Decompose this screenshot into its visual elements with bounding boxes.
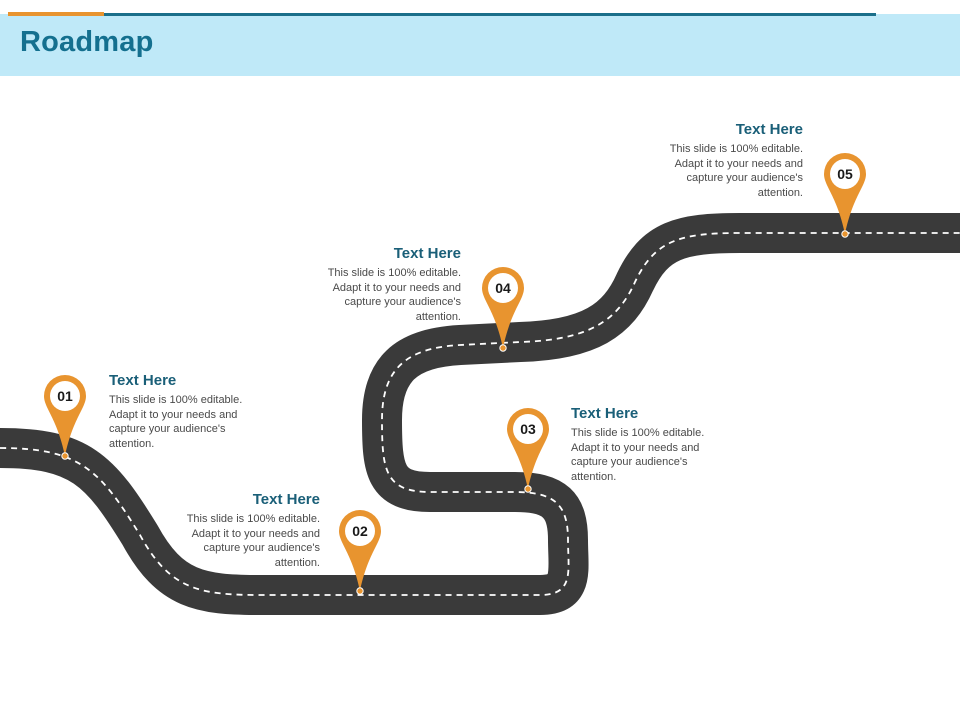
milestone-title: Text Here	[109, 372, 177, 389]
header-accent-orange	[8, 12, 104, 16]
milestone-description: This slide is 100% editable. Adapt it to…	[669, 143, 803, 199]
header-band	[0, 14, 960, 76]
header-accent-blue	[104, 13, 876, 16]
road	[0, 213, 960, 615]
milestone-pin-02: 02	[339, 510, 381, 595]
pin-inner-circle	[513, 414, 543, 444]
pin-anchor-dot	[524, 485, 532, 493]
milestone-text-03: Text Here This slide is 100% editable. A…	[571, 405, 771, 484]
milestone-text-02: Text Here This slide is 100% editable. A…	[120, 491, 320, 570]
milestone-title: Text Here	[393, 245, 461, 262]
milestone-text-05: Text Here This slide is 100% editable. A…	[603, 121, 803, 200]
pin-anchor-dot	[841, 230, 849, 238]
pin-anchor-dot	[356, 587, 364, 595]
page-title: Roadmap	[20, 26, 154, 58]
milestone-pin-04: 04	[482, 267, 524, 352]
milestone-description: This slide is 100% editable. Adapt it to…	[327, 267, 461, 323]
milestone-title: Text Here	[252, 491, 320, 508]
pin-inner-circle	[830, 159, 860, 189]
pin-inner-circle	[345, 516, 375, 546]
pin-anchor-dot	[499, 344, 507, 352]
milestone-title: Text Here	[735, 121, 803, 138]
milestone-number: 03	[520, 421, 536, 437]
milestone-description: This slide is 100% editable. Adapt it to…	[109, 394, 243, 450]
milestone-number: 01	[57, 388, 73, 404]
milestone-description: This slide is 100% editable. Adapt it to…	[571, 427, 705, 483]
pin-inner-circle	[50, 381, 80, 411]
milestone-title: Text Here	[571, 405, 639, 422]
milestone-number: 05	[837, 166, 853, 182]
milestone-description: This slide is 100% editable. Adapt it to…	[186, 513, 320, 569]
milestone-pin-05: 05	[824, 153, 866, 238]
milestone-number: 04	[495, 280, 511, 296]
pin-anchor-dot	[61, 452, 69, 460]
milestone-text-01: Text Here This slide is 100% editable. A…	[109, 372, 309, 451]
pin-inner-circle	[488, 273, 518, 303]
milestone-pin-01: 01	[44, 375, 86, 460]
milestone-number: 02	[352, 523, 368, 539]
milestone-text-04: Text Here This slide is 100% editable. A…	[261, 245, 461, 324]
milestone-pin-03: 03	[507, 408, 549, 493]
